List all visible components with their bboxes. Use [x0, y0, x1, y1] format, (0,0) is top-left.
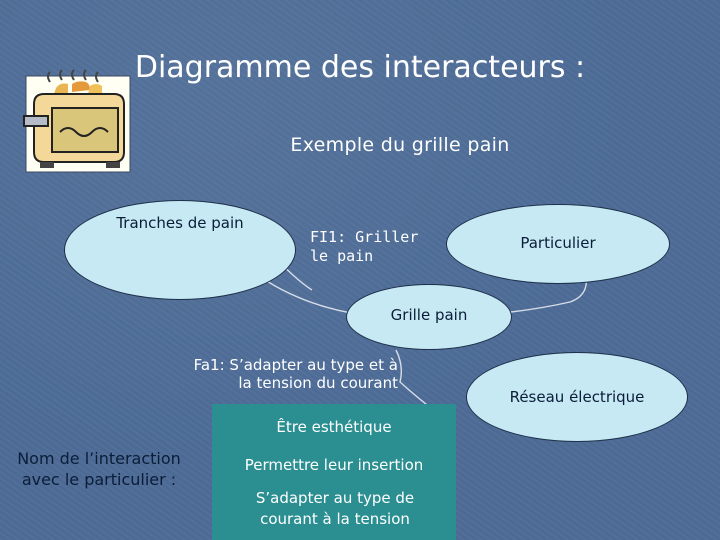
fa1-line-1: Fa1: S’adapter au type et à — [176, 356, 398, 374]
reseau-label: Réseau électrique — [466, 388, 688, 406]
interaction-note: Nom de l’interaction avec le particulier… — [0, 448, 198, 490]
fi1-label: FI1: Griller le pain — [310, 228, 430, 266]
panel-item-insertion: Permettre leur insertion — [212, 456, 456, 474]
particulier-label: Particulier — [446, 234, 670, 252]
tranches-label: Tranches de pain — [64, 214, 296, 232]
fa1-label: Fa1: S’adapter au type et à la tension d… — [176, 356, 398, 392]
panel-item-adapter: S’adapter au type de courant à la tensio… — [246, 488, 424, 530]
grille-pain-label: Grille pain — [346, 306, 512, 324]
panel-item-esthetique: Être esthétique — [212, 418, 456, 436]
fa1-line-2: la tension du courant — [176, 374, 398, 392]
